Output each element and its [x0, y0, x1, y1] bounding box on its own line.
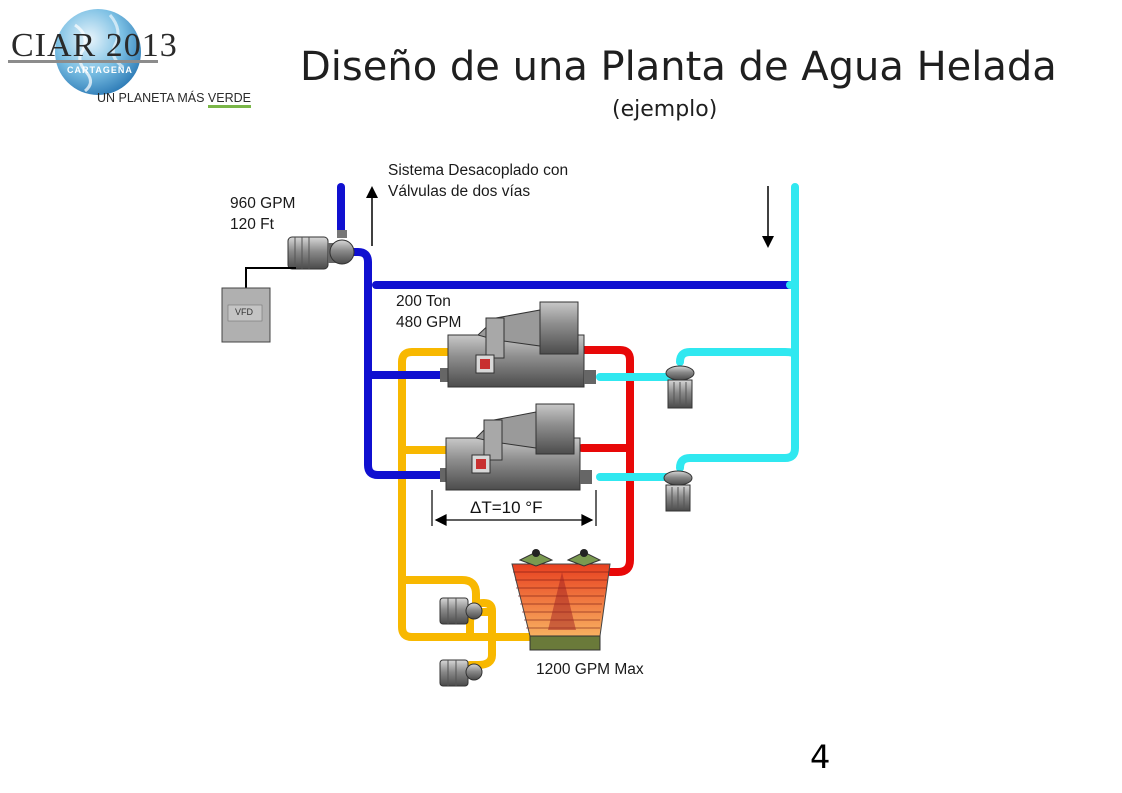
conference-logo: CIAR 2013 CARTAGENA UN PLANETA MÁS VERDE — [5, 5, 265, 108]
pump-rating: 960 GPM 120 Ft — [230, 193, 295, 235]
tower-fan-icon — [518, 549, 602, 567]
logo-city: CARTAGENA — [67, 65, 133, 75]
logo-tagline: UN PLANETA MÁS VERDE — [97, 91, 251, 108]
vfd-label: VFD — [235, 307, 253, 317]
secondary-pump-1 — [665, 365, 695, 409]
slide-subtitle: (ejemplo) — [612, 97, 718, 122]
slide-title: Diseño de una Planta de Agua Helada — [300, 44, 1057, 90]
chiller-1 — [440, 301, 596, 388]
chilled-return-piping — [596, 183, 799, 481]
pump-head-label: 120 Ft — [230, 216, 274, 233]
logo-tagline-text: UN PLANETA MÁS — [97, 91, 208, 105]
secondary-pump-2 — [663, 470, 693, 512]
globe-icon — [8, 9, 158, 95]
chiller-rating: 200 Ton 480 GPM — [396, 291, 461, 333]
condenser-pump-1 — [439, 597, 483, 625]
chiller-flow-label: 480 GPM — [396, 314, 462, 331]
chiller-capacity-label: 200 Ton — [396, 293, 451, 310]
delta-t-dimension — [431, 490, 597, 526]
chilled-supply-piping — [337, 183, 794, 479]
system-note-line2: Válvulas de dos vías — [388, 183, 531, 200]
chiller-2 — [440, 403, 592, 491]
vfd-cable — [245, 267, 296, 288]
page-number: 4 — [810, 738, 831, 776]
cooling-tower — [511, 549, 611, 651]
logo-brand: CIAR 2013 — [11, 27, 178, 64]
condenser-return-piping — [578, 346, 634, 576]
condenser-pump-2 — [439, 659, 483, 687]
logo-tagline-green: VERDE — [207, 91, 251, 108]
primary-pump — [287, 230, 355, 270]
system-note: Sistema Desacoplado con Válvulas de dos … — [388, 160, 568, 202]
system-note-line1: Sistema Desacoplado con — [388, 162, 569, 179]
delta-t-label: ΔT=10 °F — [470, 498, 543, 517]
tower-flow-label: 1200 GPM Max — [536, 661, 644, 678]
pump-flow-label: 960 GPM — [230, 195, 296, 212]
